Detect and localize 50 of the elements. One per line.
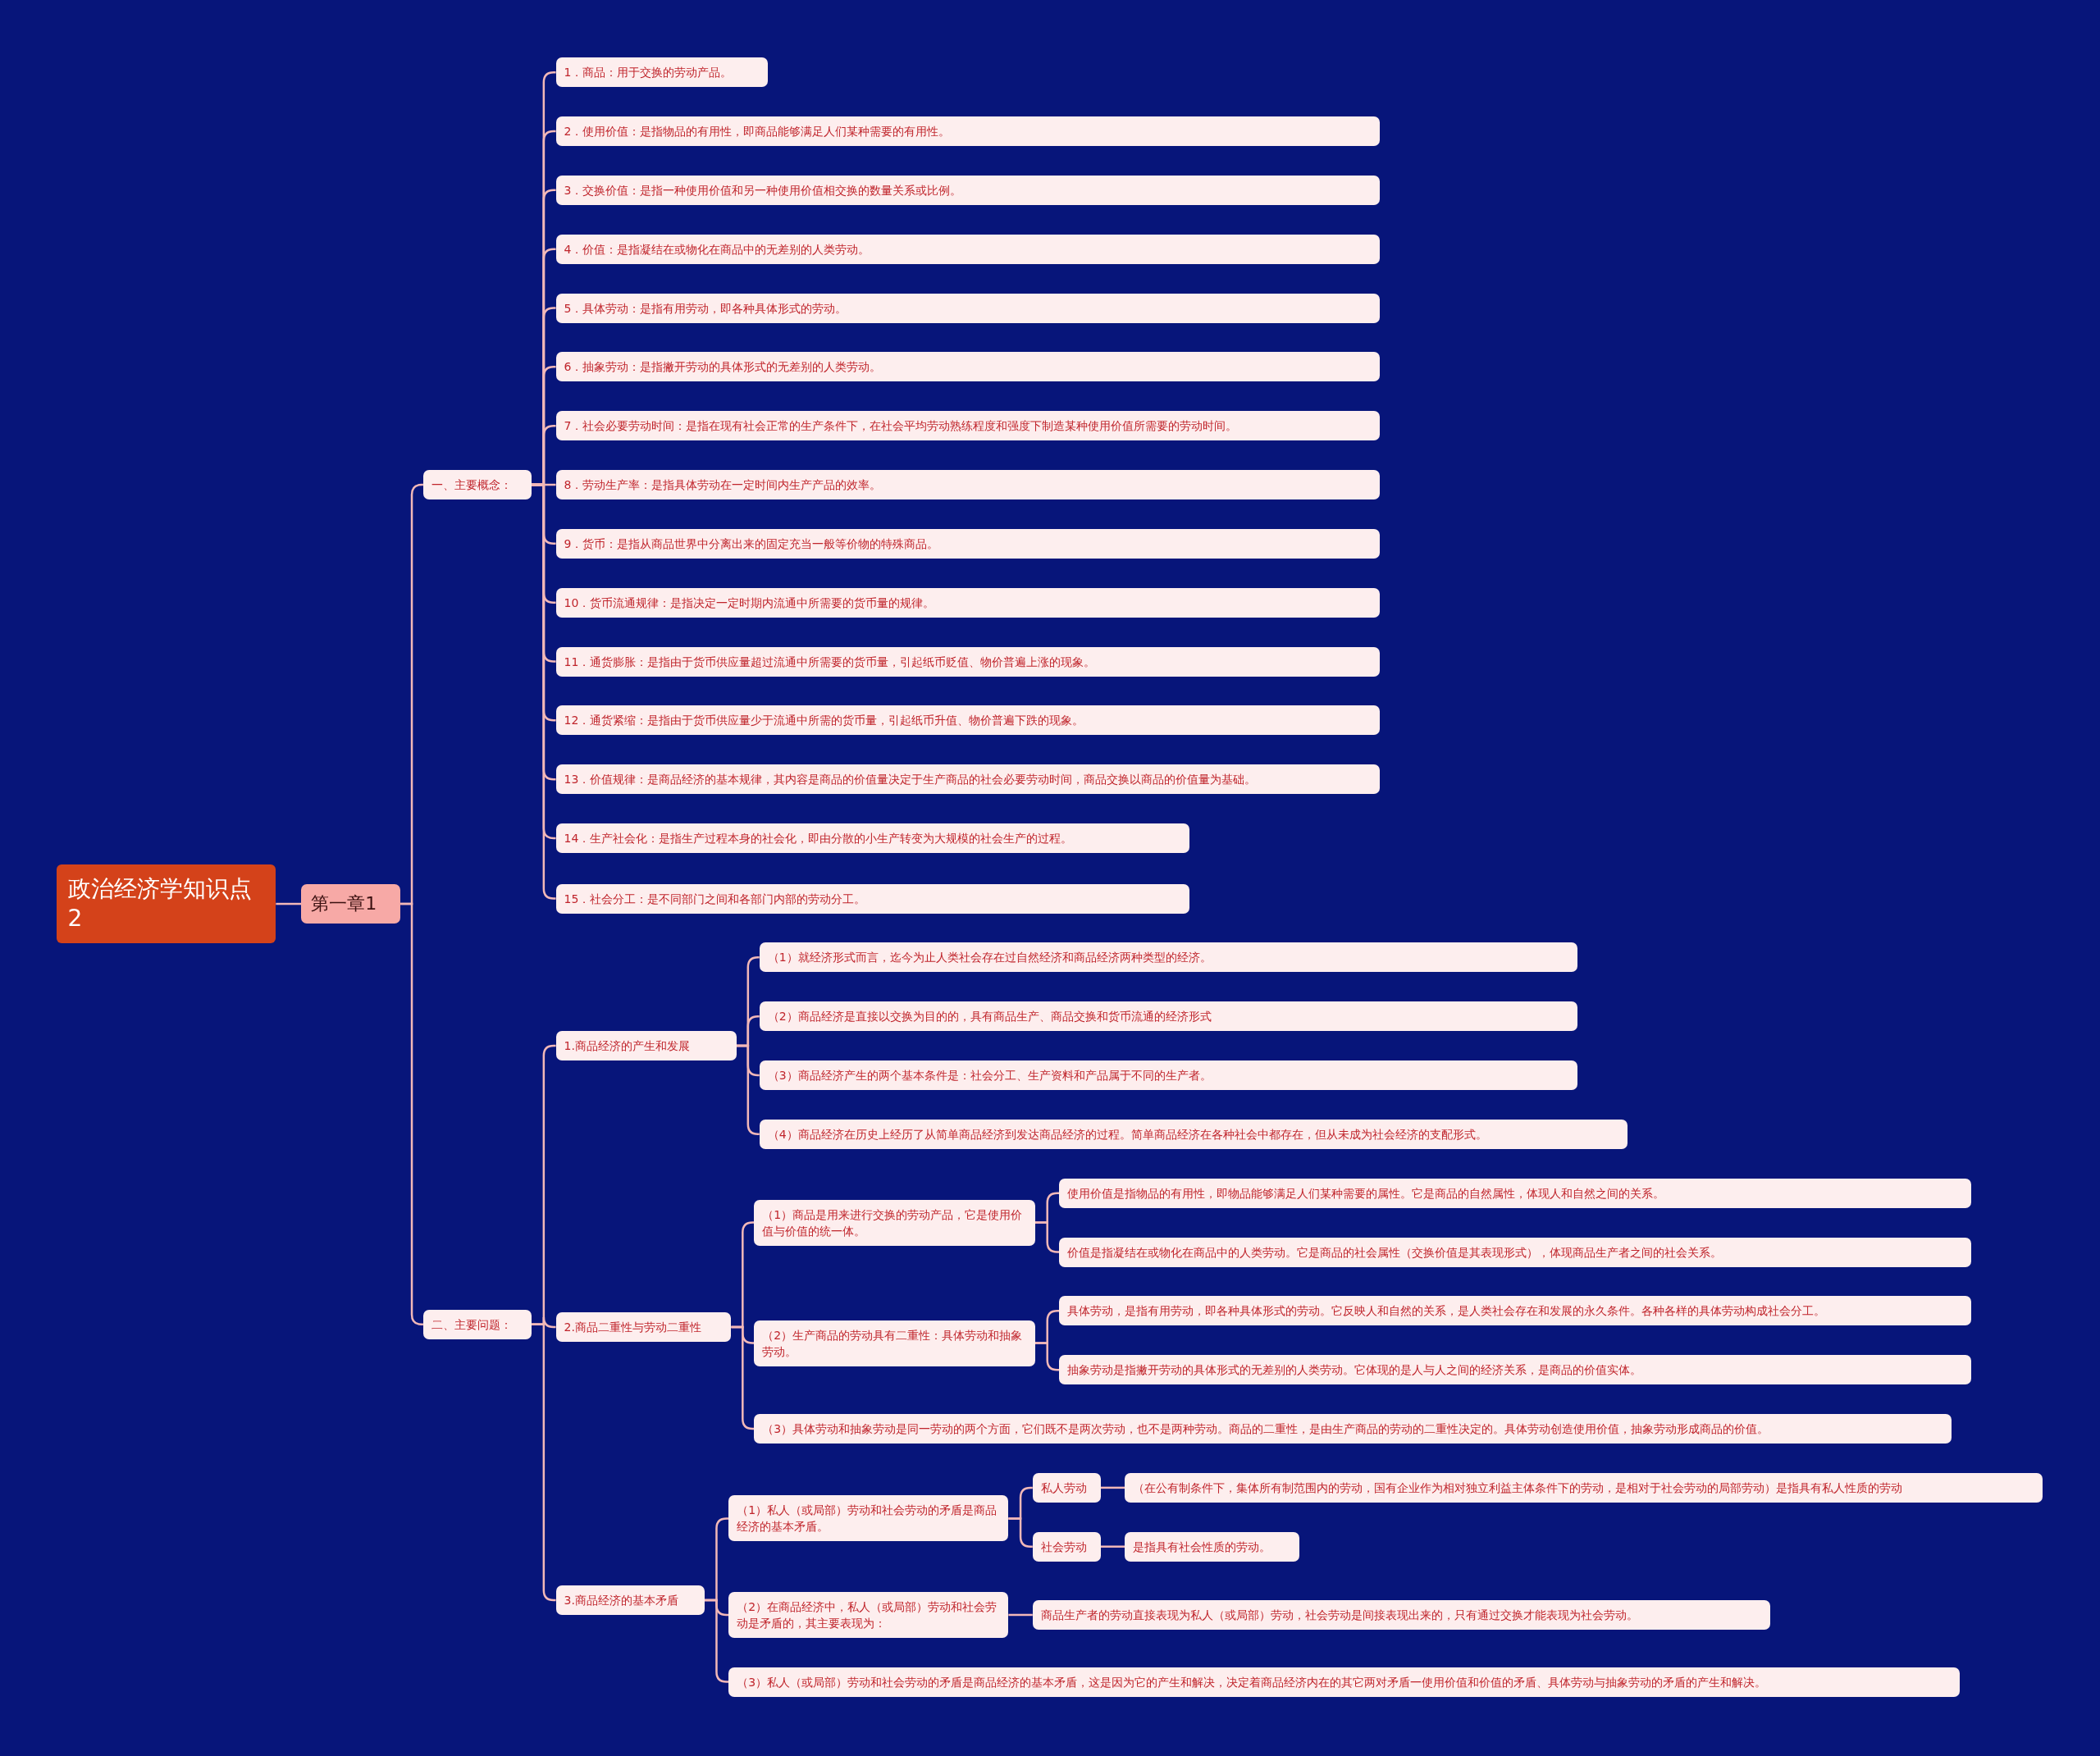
item-box: （1）就经济形式而言，迄今为止人类社会存在过自然经济和商品经济两种类型的经济。 — [759, 942, 1578, 973]
item-box: 4．价值：是指凝结在或物化在商品中的无差别的人类劳动。 — [555, 234, 1380, 264]
item-box: 1．商品：用于交换的劳动产品。 — [555, 57, 768, 88]
item-box: 12．通货紧缩：是指由于货币供应量少于流通中所需的货币量，引起纸币升值、物价普遍下跌的现象。 — [555, 705, 1380, 736]
item-box: （在公有制条件下，集体所有制范围内的劳动，国有企业作为相对独立利益主体条件下的劳动，是相对于社会劳动的局部劳动）是指具有私人性质的劳动 — [1125, 1472, 2043, 1503]
item-box: 9．货币：是指从商品世界中分离出来的固定充当一般等价物的特殊商品。 — [555, 528, 1380, 559]
chapter-box: 第一章1 — [301, 884, 401, 924]
item-box: （3）具体劳动和抽象劳动是同一劳动的两个方面，它们既不是两次劳动，也不是两种劳动。商品的二重性，是由生产商品的劳动的二重性决定的。具体劳动创造使用价值，抽象劳动形成商品的价值。 — [754, 1414, 1952, 1444]
item-box: （1）私人（或局部）劳动和社会劳动的矛盾是商品经济的基本矛盾。 — [728, 1495, 1009, 1542]
item-box: 1.商品经济的产生和发展 — [555, 1031, 737, 1061]
item-box: 社会劳动 — [1032, 1531, 1101, 1562]
item-box: （2）生产商品的劳动具有二重性：具体劳动和抽象劳动。 — [754, 1320, 1035, 1366]
section-box: 一、主要概念： — [422, 470, 532, 499]
item-box: （4）商品经济在历史上经历了从简单商品经济到发达商品经济的过程。简单商品经济在各种社会中都存在，但从未成为社会经济的支配形式。 — [759, 1119, 1628, 1149]
item-box: 11．通货膨胀：是指由于货币供应量超过流通中所需要的货币量，引起纸币贬值、物价普遍上涨的现象。 — [555, 646, 1380, 677]
item-box: 是指具有社会性质的劳动。 — [1125, 1531, 1299, 1562]
item-box: 3.商品经济的基本矛盾 — [555, 1585, 705, 1615]
central-topic: 政治经济学知识点2 — [56, 864, 276, 944]
connector-line — [731, 1325, 755, 1430]
item-box: （3）私人（或局部）劳动和社会劳动的矛盾是商品经济的基本矛盾，这是因为它的产生和解决，决定着商品经济内在的其它两对矛盾一使用价值和价值的矛盾、具体劳动与抽象劳动的矛盾的产生和解决。 — [728, 1667, 1960, 1697]
item-box: （1）商品是用来进行交换的劳动产品，它是使用价值与价值的统一体。 — [754, 1199, 1035, 1246]
item-box: 使用价值是指物品的有用性，即物品能够满足人们某种需要的属性。它是商品的自然属性，体现人和自然之间的关系。 — [1059, 1178, 1972, 1208]
item-box: 14．生产社会化：是指生产过程本身的社会化，即由分散的小生产转变为大规模的社会生产的过程。 — [555, 823, 1189, 854]
item-box: 价值是指凝结在或物化在商品中的人类劳动。它是商品的社会属性（交换价值是其表现形式），体现商品生产者之间的社会关系。 — [1059, 1237, 1972, 1267]
item-box: 5．具体劳动：是指有用劳动，即各种具体形式的劳动。 — [555, 293, 1380, 323]
connector-line — [1035, 1221, 1060, 1253]
item-box: 3．交换价值：是指一种使用价值和另一种使用价值相交换的数量关系或比例。 — [555, 175, 1380, 205]
connector-line — [1101, 1486, 1125, 1489]
item-box: 私人劳动 — [1032, 1472, 1101, 1503]
connector-line — [1008, 1517, 1033, 1548]
item-box: 2.商品二重性与劳动二重性 — [555, 1311, 732, 1342]
item-box: 抽象劳动是指撇开劳动的具体形式的无差别的人类劳动。它体现的是人与人之间的经济关系，是商品的价值实体。 — [1059, 1355, 1972, 1385]
connector-line — [276, 902, 302, 905]
item-box: 8．劳动生产率：是指具体劳动在一定时间内生产产品的效率。 — [555, 470, 1380, 499]
item-box: 15．社会分工：是不同部门之间和各部门内部的劳动分工。 — [555, 883, 1189, 914]
item-box: 商品生产者的劳动直接表现为私人（或局部）劳动，社会劳动是间接表现出来的，只有通过交换才能表现为社会劳动。 — [1032, 1599, 1771, 1630]
item-box: 具体劳动，是指有用劳动，即各种具体形式的劳动。它反映人和自然的关系，是人类社会存在和发展的永久条件。各种各样的具体劳动构成社会分工。 — [1059, 1296, 1972, 1326]
item-box: 6．抽象劳动：是指撇开劳动的具体形式的无差别的人类劳动。 — [555, 352, 1380, 382]
connector-line — [532, 1323, 556, 1602]
item-box: （3）商品经济产生的两个基本条件是：社会分工、生产资料和产品属于不同的生产者。 — [759, 1060, 1578, 1090]
item-box: （2）商品经济是直接以交换为目的的，具有商品生产、商品交换和货币流通的经济形式 — [759, 1001, 1578, 1032]
section-box: 二、主要问题： — [422, 1309, 532, 1339]
item-box: 13．价值规律：是商品经济的基本规律，其内容是商品的价值量决定于生产商品的社会必要劳动时间，商品交换以商品的价值量为基础。 — [555, 764, 1380, 795]
item-box: 2．使用价值：是指物品的有用性，即商品能够满足人们某种需要的有用性。 — [555, 116, 1380, 146]
connector-line — [1101, 1545, 1125, 1548]
item-box: 7．社会必要劳动时间：是指在现有社会正常的生产条件下，在社会平均劳动熟练程度和强度下制造某种使用价值所需要的劳动时间。 — [555, 411, 1380, 441]
item-box: 10．货币流通规律：是指决定一定时期内流通中所需要的货币量的规律。 — [555, 587, 1380, 618]
connector-line — [1008, 1613, 1033, 1617]
item-box: （2）在商品经济中，私人（或局部）劳动和社会劳动是矛盾的，其主要表现为： — [728, 1591, 1009, 1638]
connector-line — [1035, 1342, 1060, 1371]
